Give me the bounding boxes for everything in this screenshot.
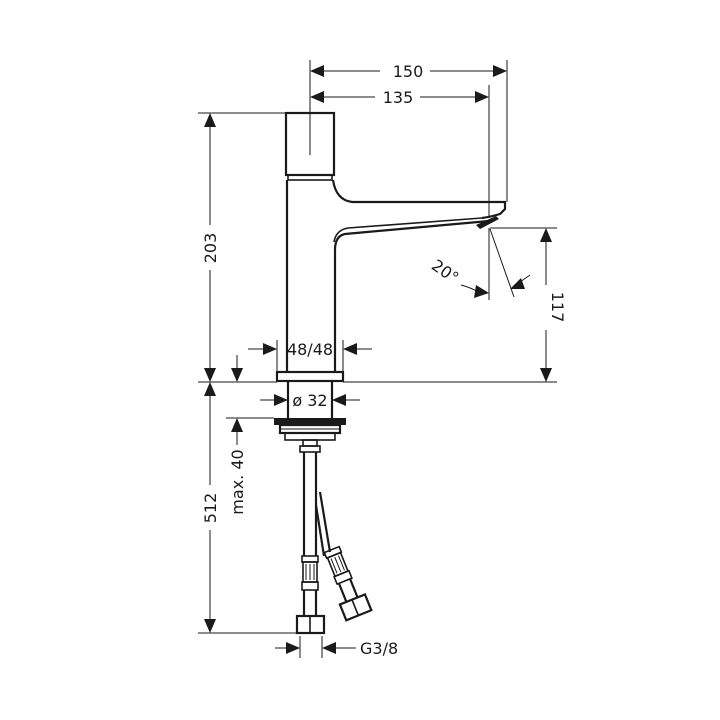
- dimension-body-48: 48/48: [248, 340, 372, 372]
- dim-label-203: 203: [201, 233, 220, 264]
- supply-hoses: [295, 452, 373, 635]
- dim-label-32: ø 32: [292, 391, 327, 410]
- dim-label-20-deg: 20°: [428, 256, 462, 288]
- dimension-thread-g38: G3/8: [275, 636, 398, 658]
- dim-label-117: 117: [548, 292, 567, 323]
- dim-label-48-48: 48/48: [287, 340, 333, 359]
- dimension-shank-32: ø 32: [260, 391, 360, 410]
- faucet-body: [274, 111, 507, 453]
- dimension-spout-reach-150: 150: [309, 60, 508, 202]
- dimension-outlet-angle-20: 20°: [428, 228, 531, 300]
- dim-label-g38: G3/8: [360, 639, 398, 658]
- dimension-hose-length-512: 512: [198, 382, 297, 634]
- dimension-outlet-reach-135: 135: [310, 85, 490, 218]
- dim-label-135: 135: [383, 88, 414, 107]
- dim-label-150: 150: [393, 62, 424, 81]
- dim-label-max-40: max. 40: [228, 449, 247, 514]
- dimension-deck-thickness-max40: max. 40: [226, 417, 274, 515]
- dimension-outlet-height-117: 117: [343, 227, 567, 383]
- dimension-overall-height-203: 203: [198, 112, 286, 383]
- dim-label-512: 512: [201, 493, 220, 524]
- deck-reference-arrow: [231, 355, 243, 382]
